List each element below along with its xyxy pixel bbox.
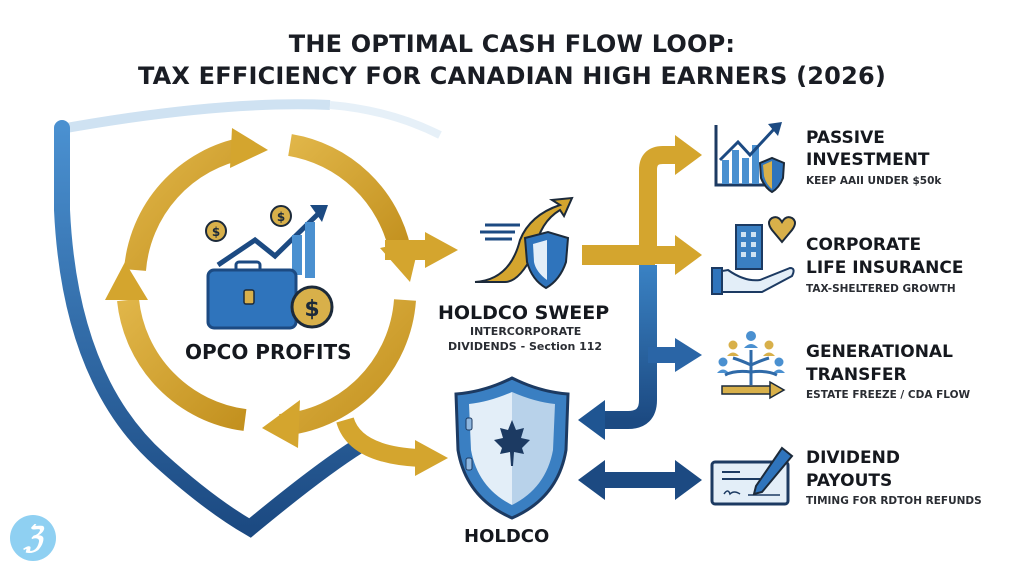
cheque-pen-icon [710, 446, 794, 506]
svg-text:$: $ [277, 210, 285, 224]
building-heart-hand-icon [711, 216, 796, 295]
cash-flow-loop-arrows [117, 134, 416, 436]
outcome-title-1: GENERATIONAL [806, 342, 953, 362]
chart-shield-icon [714, 122, 786, 194]
outcome-title-2: TRANSFER [806, 365, 907, 385]
outcome-sub: TIMING FOR RDTOH REFUNDS [806, 495, 982, 507]
outcome-title-1: DIVIDEND [806, 448, 900, 468]
holdco-sweep-sub-2: DIVIDENDS - Section 112 [448, 340, 603, 353]
maple-leaf-vault-shield-icon [454, 376, 570, 520]
title-line-2: TAX EFFICIENCY FOR CANADIAN HIGH EARNERS… [137, 62, 887, 90]
outcome-sub: KEEP AAII UNDER $50k [806, 175, 942, 187]
title-line-1: THE OPTIMAL CASH FLOW LOOP: [288, 30, 736, 58]
svg-text:$: $ [304, 297, 319, 322]
outcome-sub: TAX-SHELTERED GROWTH [806, 283, 956, 295]
holdco-sweep-sub-1: INTERCORPORATE [470, 325, 582, 338]
briefcase-money-growth-icon: $ $ $ [205, 205, 334, 330]
outcome-title-2: LIFE INSURANCE [806, 258, 964, 278]
svg-text:$: $ [212, 225, 220, 239]
opco-profits-label: OPCO PROFITS [185, 340, 352, 364]
background-shield-icon [54, 99, 442, 538]
outcome-title-2: INVESTMENT [806, 150, 930, 170]
brand-logo-icon: ℨ [10, 515, 56, 561]
family-tree-icon [717, 331, 786, 400]
outcome-sub: ESTATE FREEZE / CDA FLOW [806, 389, 971, 401]
outcome-title-2: PAYOUTS [806, 471, 893, 491]
outcome-title-1: CORPORATE [806, 235, 922, 255]
outcome-title-1: PASSIVE [806, 128, 885, 148]
holdco-sweep-label: HOLDCO SWEEP [438, 302, 610, 324]
upward-sweep-shield-icon [474, 196, 574, 290]
holdco-label: HOLDCO [464, 526, 550, 547]
